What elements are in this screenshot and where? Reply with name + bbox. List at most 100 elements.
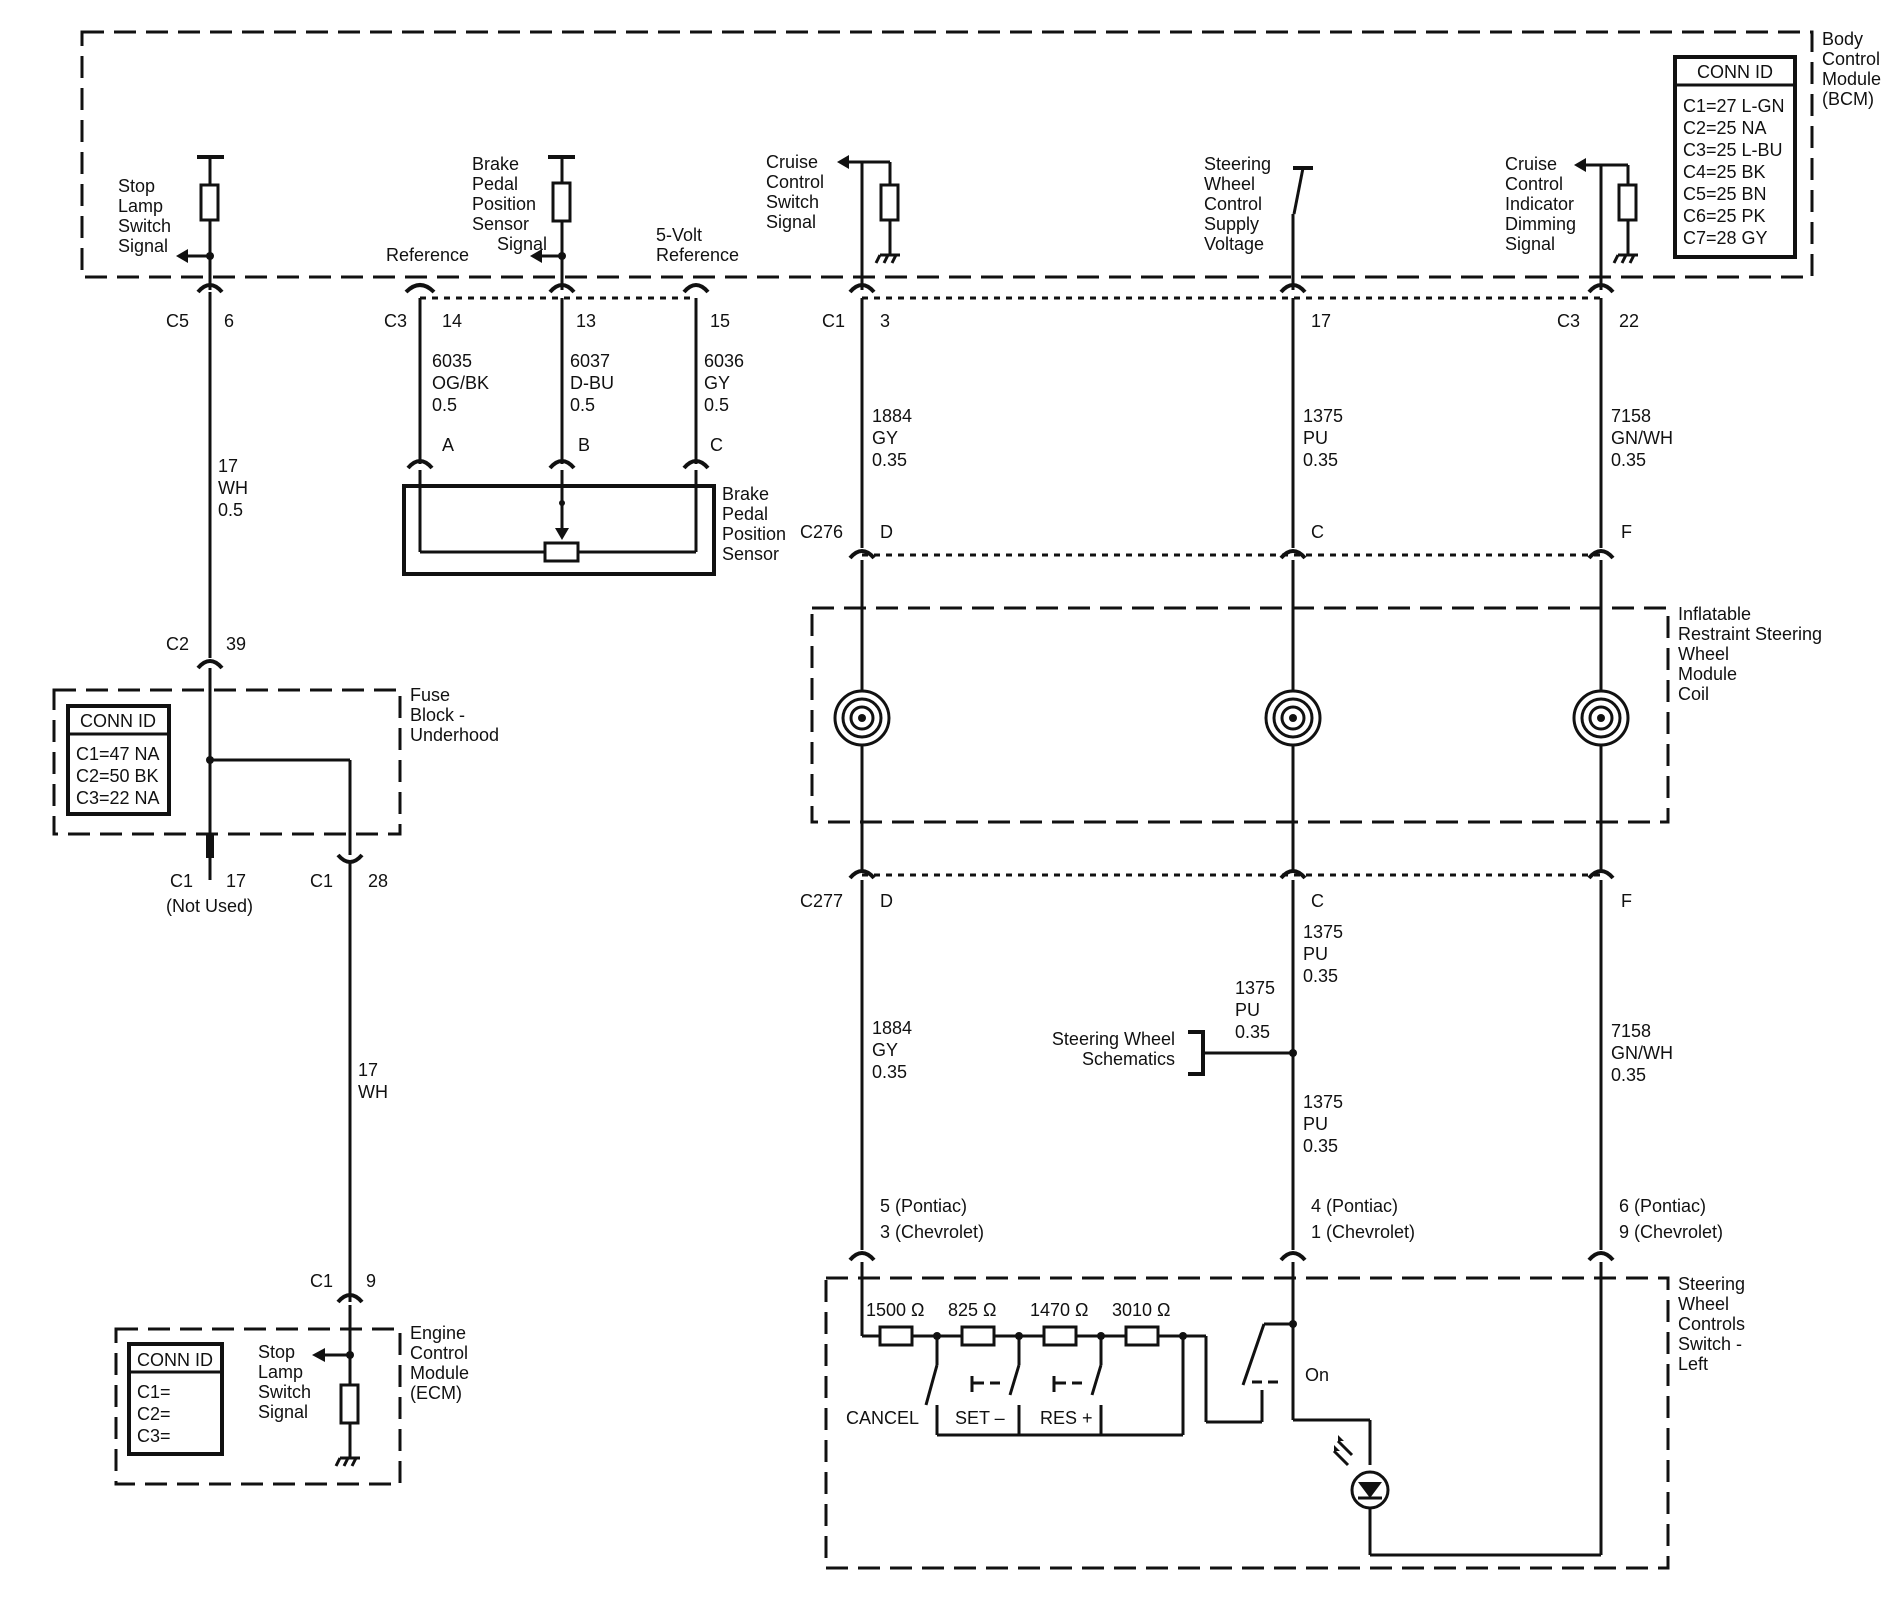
- resistor-1500: [878, 1325, 914, 1347]
- pin-label: C1: [822, 311, 845, 331]
- pin-label: 9: [366, 1271, 376, 1291]
- sw-supply-l5: Voltage: [1204, 234, 1264, 254]
- wire-label: OG/BK: [432, 373, 489, 393]
- bcm-label-l2: Control: [1822, 49, 1880, 69]
- ecm-conn-line: C3=: [137, 1426, 171, 1446]
- cruise-switch-l1: Cruise: [766, 152, 818, 172]
- pin-label: 5 (Pontiac): [880, 1196, 967, 1216]
- cruise-dim-l5: Signal: [1505, 234, 1555, 254]
- arrow-left-icon: [1574, 158, 1586, 172]
- wire-label: 0.35: [1611, 1065, 1646, 1085]
- set-label: SET –: [955, 1408, 1005, 1428]
- resistor-ladder: 1500 Ω 825 Ω 1470 Ω 3010 Ω: [860, 1262, 1206, 1347]
- bcm-conn-title: CONN ID: [1697, 62, 1773, 82]
- five-volt-l1: 5-Volt: [656, 225, 702, 245]
- fuse-conn-line: C3=22 NA: [76, 788, 160, 808]
- on-switch: On: [1204, 1262, 1329, 1424]
- wire-label: 1884: [872, 406, 912, 426]
- sw-controls-l1: Steering: [1678, 1274, 1745, 1294]
- wire-label: GN/WH: [1611, 428, 1673, 448]
- coil-label-l2: Restraint Steering: [1678, 624, 1822, 644]
- coil-label-l4: Module: [1678, 664, 1737, 684]
- wire-label: 1884: [872, 1018, 912, 1038]
- ecm-stop-lamp-wire: 17 WH C1 9: [310, 862, 388, 1304]
- arrow-left-icon: [530, 249, 542, 263]
- cruise-switch-l3: Switch: [766, 192, 819, 212]
- bcm-conn-line: C6=25 PK: [1683, 206, 1766, 226]
- ecm-stop-lamp-l2: Lamp: [258, 1362, 303, 1382]
- pin-label: C: [710, 435, 723, 455]
- reference-label: Reference: [386, 245, 469, 265]
- resistor-label: 1500 Ω: [866, 1300, 925, 1320]
- connector-c277: C277 D C F: [800, 869, 1632, 911]
- pin-label: 17: [226, 871, 246, 891]
- ecm-label-l3: Module: [410, 1363, 469, 1383]
- wire-label: 7158: [1611, 1021, 1651, 1041]
- pin-label: F: [1621, 522, 1632, 542]
- bcm-stop-lamp-l2: Lamp: [118, 196, 163, 216]
- resistor-825: [960, 1325, 996, 1347]
- wire-label: 17: [218, 456, 238, 476]
- fuse-conn-title: CONN ID: [80, 711, 156, 731]
- cruise-switch-l2: Control: [766, 172, 824, 192]
- wire-label: 0.35: [1611, 450, 1646, 470]
- pin-label: 22: [1619, 311, 1639, 331]
- wire-label: 6035: [432, 351, 472, 371]
- resistor-label: 1470 Ω: [1030, 1300, 1089, 1320]
- arrow-left-icon: [312, 1348, 325, 1362]
- bpp-signal-l3: Position: [472, 194, 536, 214]
- wire-label: 17: [358, 1060, 378, 1080]
- fuse-block-box: [52, 688, 402, 836]
- sw-supply-l4: Supply: [1204, 214, 1259, 234]
- pin-label: F: [1621, 891, 1632, 911]
- wire-label: 0.35: [1235, 1022, 1270, 1042]
- wire-label: 1375: [1303, 922, 1343, 942]
- pin-label: C1: [310, 1271, 333, 1291]
- pin-label: 9 (Chevrolet): [1619, 1222, 1723, 1242]
- wires-to-switch: 1884 GY 0.35 1375 PU 0.35 1375 PU 0.35 1…: [860, 880, 1673, 1250]
- wire-label: 6036: [704, 351, 744, 371]
- wire-label: 0.35: [1303, 966, 1338, 986]
- ecm-box: [114, 1327, 402, 1486]
- five-volt-l2: Reference: [656, 245, 739, 265]
- pin-label: 13: [576, 311, 596, 331]
- bcm-box: [80, 30, 1814, 279]
- clockspring-icon: [833, 689, 891, 747]
- fuse-block-l2: Block -: [410, 705, 465, 725]
- cruise-switch-l4: Signal: [766, 212, 816, 232]
- wire-label: PU: [1303, 428, 1328, 448]
- cancel-label: CANCEL: [846, 1408, 919, 1428]
- coil-label-l1: Inflatable: [1678, 604, 1751, 624]
- ecm-conn-id: CONN ID C1= C2= C3=: [127, 1342, 224, 1456]
- wire-label: GN/WH: [1611, 1043, 1673, 1063]
- sw-controls-l3: Controls: [1678, 1314, 1745, 1334]
- bpp-signal-l4: Sensor: [472, 214, 529, 234]
- pin-label: C2: [166, 634, 189, 654]
- resistor-3010: [1124, 1325, 1160, 1347]
- switch-common: [935, 1336, 1185, 1437]
- wire-label: 0.5: [704, 395, 729, 415]
- sw-controls-l2: Wheel: [1678, 1294, 1729, 1314]
- pin-label: 1 (Chevrolet): [1311, 1222, 1415, 1242]
- cruise-dim-l1: Cruise: [1505, 154, 1557, 174]
- pin-label: C: [1311, 522, 1324, 542]
- wire-label: 0.35: [1303, 450, 1338, 470]
- bpp-sensor-l4: Sensor: [722, 544, 779, 564]
- bpp-sensor-l3: Position: [722, 524, 786, 544]
- fuse-conn-line: C2=50 BK: [76, 766, 159, 786]
- sw-supply-l2: Wheel: [1204, 174, 1255, 194]
- bcm-conn-line: C2=25 NA: [1683, 118, 1767, 138]
- bcm-label-l4: (BCM): [1822, 89, 1874, 109]
- pin-label: D: [880, 891, 893, 911]
- connector-label: C276: [800, 522, 843, 542]
- bcm-stop-lamp-l3: Switch: [118, 216, 171, 236]
- cruise-dim-l4: Dimming: [1505, 214, 1576, 234]
